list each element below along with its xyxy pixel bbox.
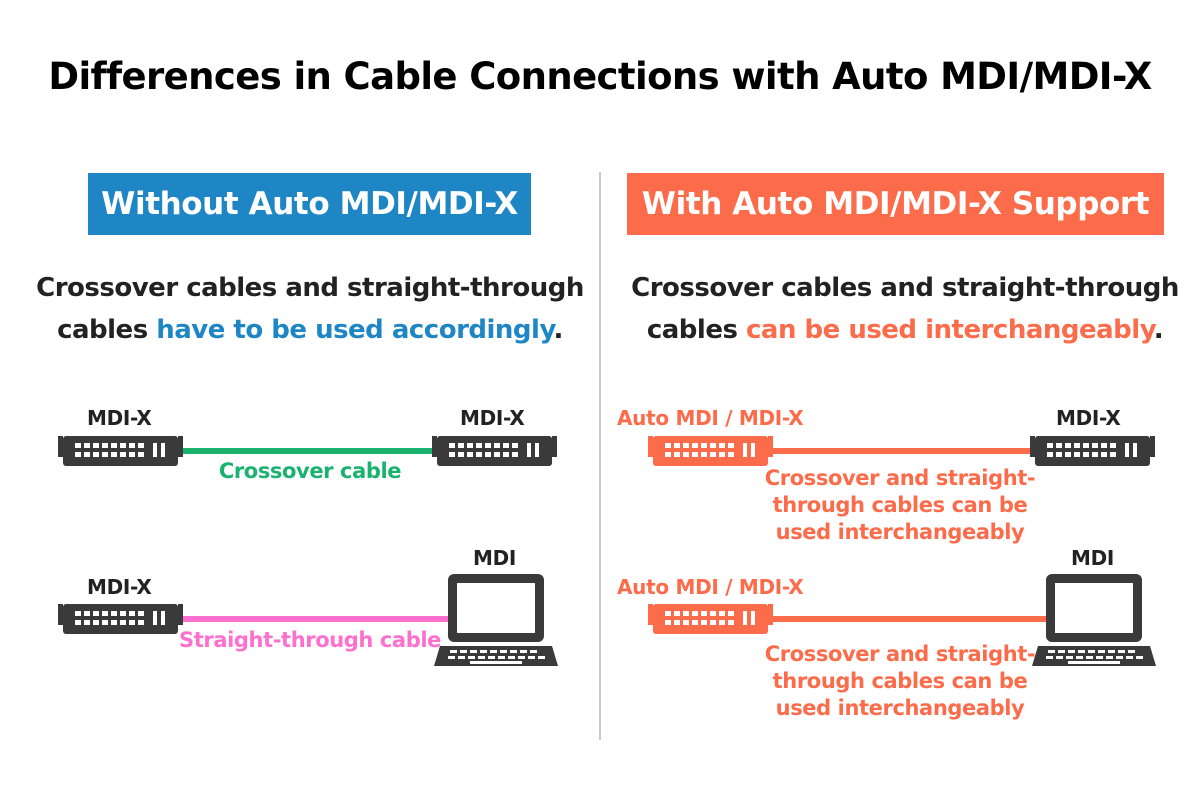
device-label: MDI-X [87, 406, 152, 430]
network-switch-icon [648, 436, 773, 466]
interchangeable-cable-label: Crossover and straight- through cables c… [740, 641, 1060, 722]
device-label: MDI-X [87, 575, 152, 599]
device-label: MDI-X [460, 406, 525, 430]
cable-label-line: used interchangeably [775, 696, 1025, 720]
device-label: Auto MDI / MDI-X [617, 406, 804, 430]
description-right-line2: cables can be used interchangeably. [595, 309, 1200, 351]
description-left-line2: cables have to be used accordingly. [0, 309, 620, 351]
description-right: Crossover cables and straight-through ca… [595, 267, 1200, 351]
description-left-line1: Crossover cables and straight-through [36, 273, 584, 303]
cable-label-line: through cables can be [772, 669, 1028, 693]
network-switch-icon [648, 604, 773, 634]
page-title: Differences in Cable Connections with Au… [48, 55, 1152, 98]
banner-with-auto: With Auto MDI/MDI-X Support [627, 173, 1164, 235]
straight-through-cable-label: Straight-through cable [179, 628, 441, 652]
network-switch-icon [1030, 436, 1155, 466]
cable-label-line: used interchangeably [775, 520, 1025, 544]
description-left: Crossover cables and straight-through ca… [0, 267, 620, 351]
description-right-plain: cables [646, 315, 746, 345]
column-divider [599, 172, 601, 740]
cable-label-line: through cables can be [772, 493, 1028, 517]
description-left-period: . [553, 315, 564, 345]
device-label: Auto MDI / MDI-X [617, 575, 804, 599]
cable-label-line: Crossover and straight- [764, 466, 1036, 490]
crossover-cable-label: Crossover cable [218, 459, 402, 483]
cable-label-line: Crossover and straight- [764, 642, 1036, 666]
description-right-period: . [1153, 315, 1164, 345]
device-label: MDI-X [1056, 406, 1121, 430]
description-left-highlight: have to be used accordingly [156, 315, 554, 345]
description-right-line1: Crossover cables and straight-through [631, 273, 1179, 303]
banner-without-auto: Without Auto MDI/MDI-X [88, 173, 531, 235]
description-left-plain: cables [57, 315, 157, 345]
interchangeable-cable-label: Crossover and straight- through cables c… [740, 465, 1060, 546]
description-right-highlight: can be used interchangeably [746, 315, 1154, 345]
device-label: MDI [473, 546, 517, 570]
device-label: MDI [1071, 546, 1115, 570]
